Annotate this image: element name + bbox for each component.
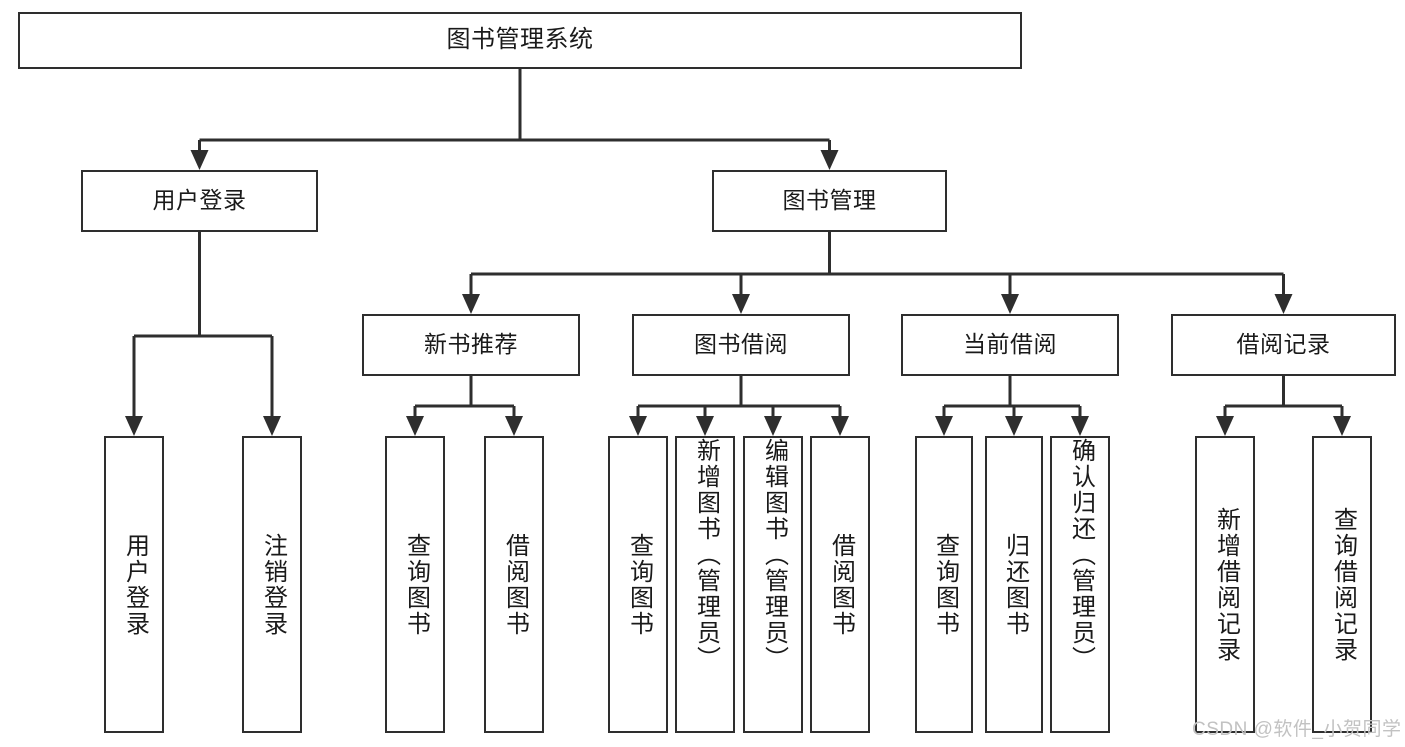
node-leaf-2[interactable]: 查询图书: [385, 436, 445, 733]
node-level2-2-label: 当前借阅: [963, 331, 1057, 358]
node-leaf-9[interactable]: 归还图书: [985, 436, 1043, 733]
node-leaf-1[interactable]: 注销登录: [242, 436, 302, 733]
node-root[interactable]: 图书管理系统: [18, 12, 1022, 69]
node-leaf-12[interactable]: 查询借阅记录: [1312, 436, 1372, 733]
node-level1-0[interactable]: 用户登录: [81, 170, 318, 232]
node-leaf-6-label: 编辑图书（管理员）: [760, 438, 788, 672]
node-leaf-1-label: 注销登录: [259, 532, 287, 637]
node-level2-3-label: 借阅记录: [1236, 331, 1331, 358]
node-level1-1[interactable]: 图书管理: [712, 170, 947, 232]
node-leaf-5-label: 新增图书（管理员）: [692, 438, 720, 672]
node-level2-1[interactable]: 图书借阅: [632, 314, 850, 376]
node-leaf-0-label: 用户登录: [121, 532, 149, 637]
node-level2-1-label: 图书借阅: [694, 331, 788, 358]
node-leaf-2-label: 查询图书: [402, 532, 430, 637]
node-leaf-11[interactable]: 新增借阅记录: [1195, 436, 1255, 733]
node-level2-0[interactable]: 新书推荐: [362, 314, 580, 376]
csdn-watermark: CSDN @软件_小贺同学: [1192, 719, 1402, 740]
node-leaf-9-label: 归还图书: [1001, 532, 1029, 637]
node-level2-3[interactable]: 借阅记录: [1171, 314, 1396, 376]
node-leaf-8[interactable]: 查询图书: [915, 436, 973, 733]
node-leaf-5[interactable]: 新增图书（管理员）: [675, 436, 735, 733]
node-leaf-3[interactable]: 借阅图书: [484, 436, 544, 733]
node-leaf-10-label: 确认归还（管理员）: [1067, 438, 1095, 672]
node-leaf-4[interactable]: 查询图书: [608, 436, 668, 733]
node-level2-0-label: 新书推荐: [424, 331, 518, 358]
node-leaf-4-label: 查询图书: [625, 532, 653, 637]
node-leaf-7-label: 借阅图书: [827, 532, 855, 637]
node-level1-0-label: 用户登录: [152, 187, 247, 214]
node-root-label: 图书管理系统: [446, 26, 594, 54]
node-leaf-6[interactable]: 编辑图书（管理员）: [743, 436, 803, 733]
node-leaf-7[interactable]: 借阅图书: [810, 436, 870, 733]
node-leaf-3-label: 借阅图书: [501, 532, 529, 637]
node-leaf-11-label: 新增借阅记录: [1212, 506, 1240, 663]
node-level2-2[interactable]: 当前借阅: [901, 314, 1119, 376]
node-level1-1-label: 图书管理: [782, 187, 877, 214]
node-leaf-0[interactable]: 用户登录: [104, 436, 164, 733]
node-leaf-10[interactable]: 确认归还（管理员）: [1050, 436, 1110, 733]
node-leaf-12-label: 查询借阅记录: [1329, 506, 1357, 663]
node-leaf-8-label: 查询图书: [931, 532, 959, 637]
